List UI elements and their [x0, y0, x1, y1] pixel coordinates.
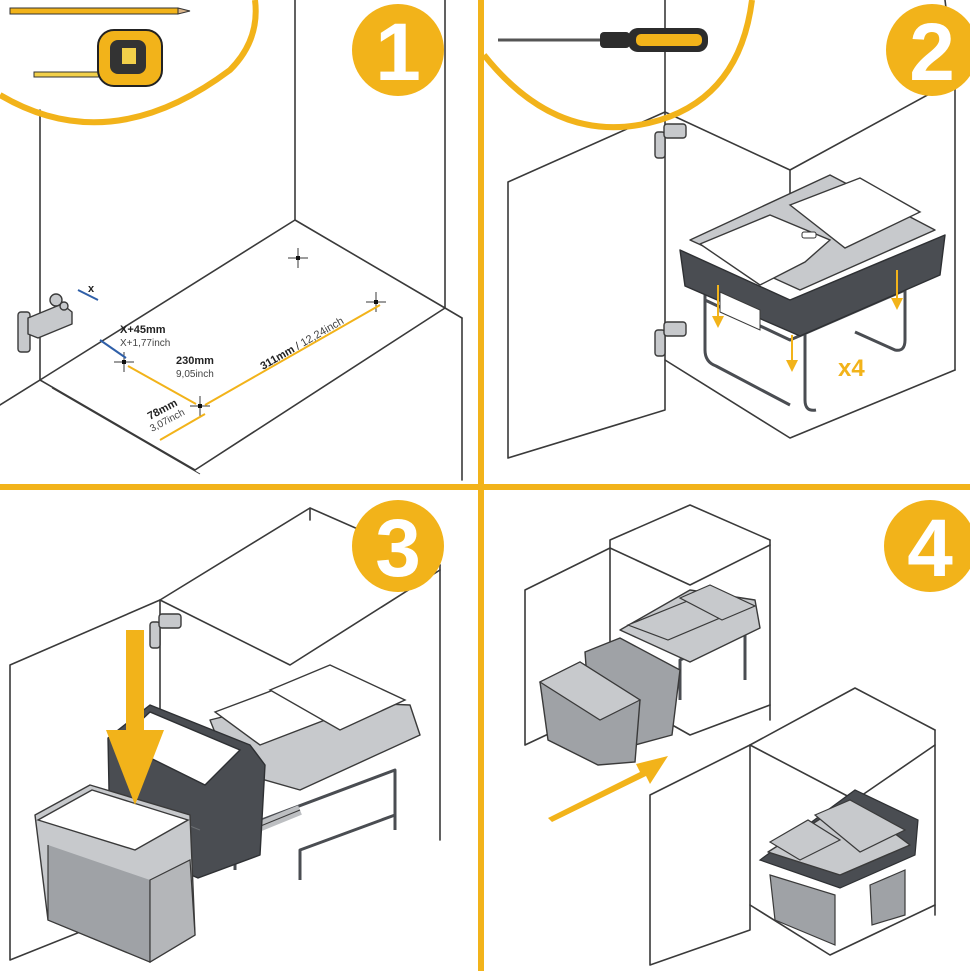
panel-step-1: x X+45mm X+1,77inch 230mm 9,05inch 311mm…: [0, 0, 463, 481]
dim-front-in: X+1,77inch: [120, 338, 170, 349]
dimension-lines: [77, 289, 381, 441]
hinge-icon: [654, 123, 687, 159]
hinge-icon: [17, 293, 73, 353]
hinge-icon: [149, 613, 182, 649]
dim-long-mm: 311mm: [259, 343, 297, 372]
dim-long: 311mm / 12,24inch: [259, 315, 347, 372]
bin-assembly-bottom: [758, 789, 919, 946]
bin-grey: [34, 784, 196, 964]
dim-long-in: 12,24inch: [299, 315, 346, 349]
drill-mark: [288, 248, 308, 268]
hinge-icon: [654, 321, 687, 357]
dim-depth-mm: 230mm: [176, 355, 214, 367]
slide-in-arrow: [548, 756, 668, 822]
step-number: 1: [375, 7, 421, 98]
pencil-icon: [9, 7, 191, 15]
step-badge-3: 3: [352, 500, 444, 594]
blue-marker: [77, 289, 99, 301]
bin-frame: [679, 174, 946, 412]
bin-assembly-top: [538, 584, 761, 766]
screw-arrows: [712, 270, 903, 372]
screwdriver-icon: [498, 28, 708, 52]
insert-arrow: [106, 630, 164, 805]
cabinet-step-2: [507, 0, 956, 459]
step-badge-2: 2: [886, 4, 970, 98]
tape-measure-icon: [33, 29, 163, 87]
step-number: 2: [909, 7, 955, 98]
step-badge-4: 4: [884, 500, 970, 594]
panel-step-2: x4 2: [481, 0, 970, 459]
step-badge-1: 1: [352, 4, 444, 98]
horizontal-divider: [0, 484, 970, 490]
step-number: 4: [907, 503, 953, 594]
panel-step-4: 4: [524, 500, 970, 966]
panel-step-3: 3: [9, 500, 444, 964]
x-offset-label: x: [88, 283, 95, 295]
tool-circle: [0, 0, 259, 126]
dim-front-mm: X+45mm: [120, 324, 166, 336]
step-number: 3: [375, 503, 421, 594]
tool-circle: [481, 0, 755, 131]
screw-count: x4: [838, 355, 865, 382]
drill-mark: [366, 292, 386, 312]
cabinet-step-1: [0, 0, 463, 481]
blue-marker: [99, 339, 127, 359]
drill-mark: [114, 352, 134, 372]
drill-mark: [190, 396, 210, 416]
dim-depth-in: 9,05inch: [176, 369, 214, 380]
